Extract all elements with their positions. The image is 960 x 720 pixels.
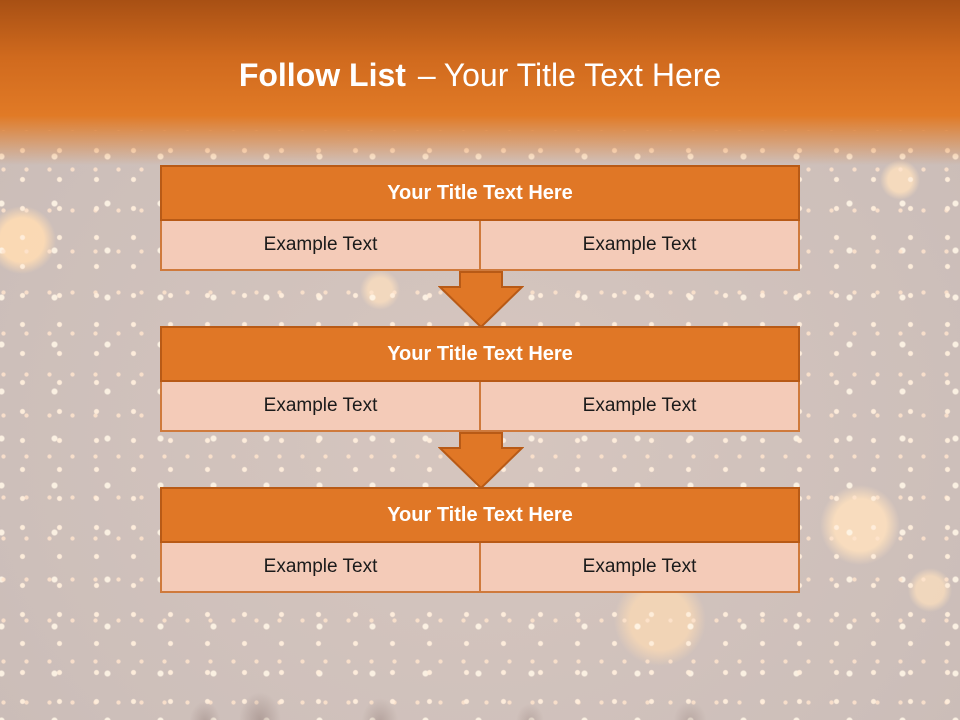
step-cells: Example Text Example Text [160, 543, 800, 593]
down-arrow-icon [438, 271, 524, 329]
slide-title: Follow List–Your Title Text Here [0, 55, 960, 95]
title-separator: – [417, 57, 436, 93]
step-title: Your Title Text Here [160, 165, 800, 221]
step-block-2: Your Title Text Here Example Text Exampl… [160, 326, 800, 432]
crowd-silhouettes [0, 630, 960, 720]
step-title: Your Title Text Here [160, 487, 800, 543]
step-cells: Example Text Example Text [160, 382, 800, 432]
down-arrow-icon [438, 432, 524, 490]
step-cell-right: Example Text [479, 221, 800, 271]
step-block-3: Your Title Text Here Example Text Exampl… [160, 487, 800, 593]
title-rest: Your Title Text Here [443, 57, 722, 93]
step-cell-right: Example Text [479, 382, 800, 432]
step-title: Your Title Text Here [160, 326, 800, 382]
step-cell-left: Example Text [160, 221, 481, 271]
step-cells: Example Text Example Text [160, 221, 800, 271]
title-bold-part: Follow List [238, 57, 406, 93]
step-block-1: Your Title Text Here Example Text Exampl… [160, 165, 800, 271]
step-cell-right: Example Text [479, 543, 800, 593]
step-cell-left: Example Text [160, 382, 481, 432]
header-band [0, 0, 960, 165]
step-cell-left: Example Text [160, 543, 481, 593]
